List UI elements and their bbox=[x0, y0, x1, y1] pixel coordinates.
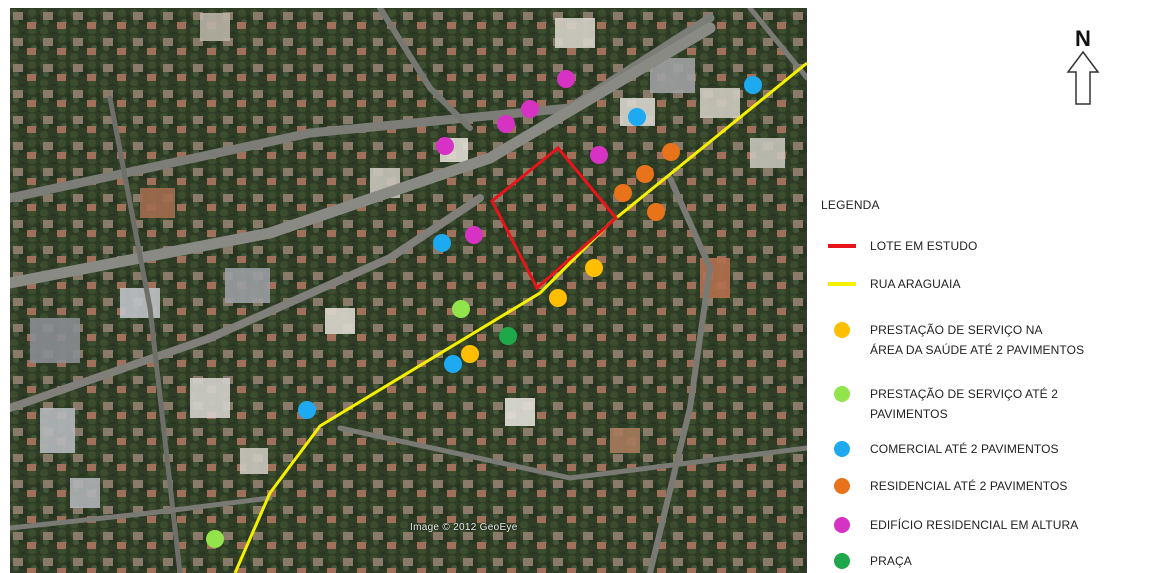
marker-prestacao-servico bbox=[206, 530, 224, 548]
marker-residencial bbox=[636, 165, 654, 183]
satellite-map: Image © 2012 GeoEye bbox=[10, 8, 807, 573]
legend-label-edificio: EDIFÍCIO RESIDENCIAL EM ALTURA bbox=[870, 518, 1079, 532]
marker-edificio-residencial bbox=[436, 137, 454, 155]
north-label: N bbox=[1075, 26, 1091, 51]
marker-residencial bbox=[647, 203, 665, 221]
buildings bbox=[30, 13, 785, 508]
streets bbox=[10, 8, 807, 573]
legend-label-servico: PRESTAÇÃO DE SERVIÇO ATÉ 2 bbox=[870, 387, 1058, 401]
legend-label-servico-2: PAVIMENTOS bbox=[870, 407, 948, 421]
marker-comercial bbox=[298, 401, 316, 419]
marker-edificio-residencial bbox=[590, 146, 608, 164]
lote-em-estudo-outline bbox=[490, 145, 619, 291]
marker-residencial bbox=[614, 184, 632, 202]
legend-item-comercial: COMERCIAL ATÉ 2 PAVIMENTOS bbox=[820, 439, 1059, 459]
legend-label-saude-2: ÁREA DA SAÚDE ATÉ 2 PAVIMENTOS bbox=[870, 343, 1085, 357]
legend-label-rua: RUA ARAGUAIA bbox=[870, 277, 961, 291]
legend-title: LEGENDA bbox=[821, 198, 880, 212]
magenta-dot-icon bbox=[834, 517, 850, 533]
marker-saude bbox=[461, 345, 479, 363]
rua-araguaia-line bbox=[233, 61, 807, 573]
marker-prestacao-servico bbox=[452, 300, 470, 318]
legend-label-praca: PRAÇA bbox=[870, 554, 912, 568]
legend-label-residencial: RESIDENCIAL ATÉ 2 PAVIMENTOS bbox=[870, 479, 1068, 493]
legend-item-rua: RUA ARAGUAIA bbox=[820, 274, 961, 294]
legend-item-praca: PRAÇA bbox=[820, 551, 912, 571]
marker-comercial bbox=[433, 234, 451, 252]
blue-dot-icon bbox=[834, 441, 850, 457]
marker-saude bbox=[549, 289, 567, 307]
legend-item-servico: PRESTAÇÃO DE SERVIÇO ATÉ 2 PAVIMENTOS bbox=[820, 384, 1058, 424]
marker-edificio-residencial bbox=[557, 70, 575, 88]
legend-label-comercial: COMERCIAL ATÉ 2 PAVIMENTOS bbox=[870, 442, 1059, 456]
legend-item-residencial: RESIDENCIAL ATÉ 2 PAVIMENTOS bbox=[820, 476, 1068, 496]
legend-label-saude: PRESTAÇÃO DE SERVIÇO NA bbox=[870, 323, 1043, 337]
north-arrow-icon bbox=[1066, 50, 1100, 105]
marker-saude bbox=[585, 259, 603, 277]
marker-edificio-residencial bbox=[465, 226, 483, 244]
imagery-credit: Image © 2012 GeoEye bbox=[410, 522, 518, 533]
marker-comercial bbox=[628, 108, 646, 126]
light-green-dot-icon bbox=[834, 386, 850, 402]
marker-praca bbox=[499, 327, 517, 345]
marker-edificio-residencial bbox=[521, 100, 539, 118]
marker-comercial bbox=[444, 355, 462, 373]
legend-panel bbox=[807, 0, 1155, 573]
map-svg bbox=[10, 8, 807, 573]
north-indicator: N bbox=[1066, 28, 1100, 111]
marker-residencial bbox=[662, 143, 680, 161]
orange-dot-icon bbox=[834, 478, 850, 494]
land-use-markers bbox=[206, 70, 762, 548]
red-line-swatch bbox=[828, 244, 856, 248]
legend-item-saude: PRESTAÇÃO DE SERVIÇO NA ÁREA DA SAÚDE AT… bbox=[820, 320, 1084, 360]
legend-item-lote: LOTE EM ESTUDO bbox=[820, 236, 977, 256]
marker-comercial bbox=[744, 76, 762, 94]
yellow-line-swatch bbox=[828, 282, 856, 286]
legend-item-edificio: EDIFÍCIO RESIDENCIAL EM ALTURA bbox=[820, 515, 1078, 535]
orange-yellow-dot-icon bbox=[834, 322, 850, 338]
legend-label-lote: LOTE EM ESTUDO bbox=[870, 239, 978, 253]
marker-edificio-residencial bbox=[497, 115, 515, 133]
dark-green-dot-icon bbox=[834, 553, 850, 569]
